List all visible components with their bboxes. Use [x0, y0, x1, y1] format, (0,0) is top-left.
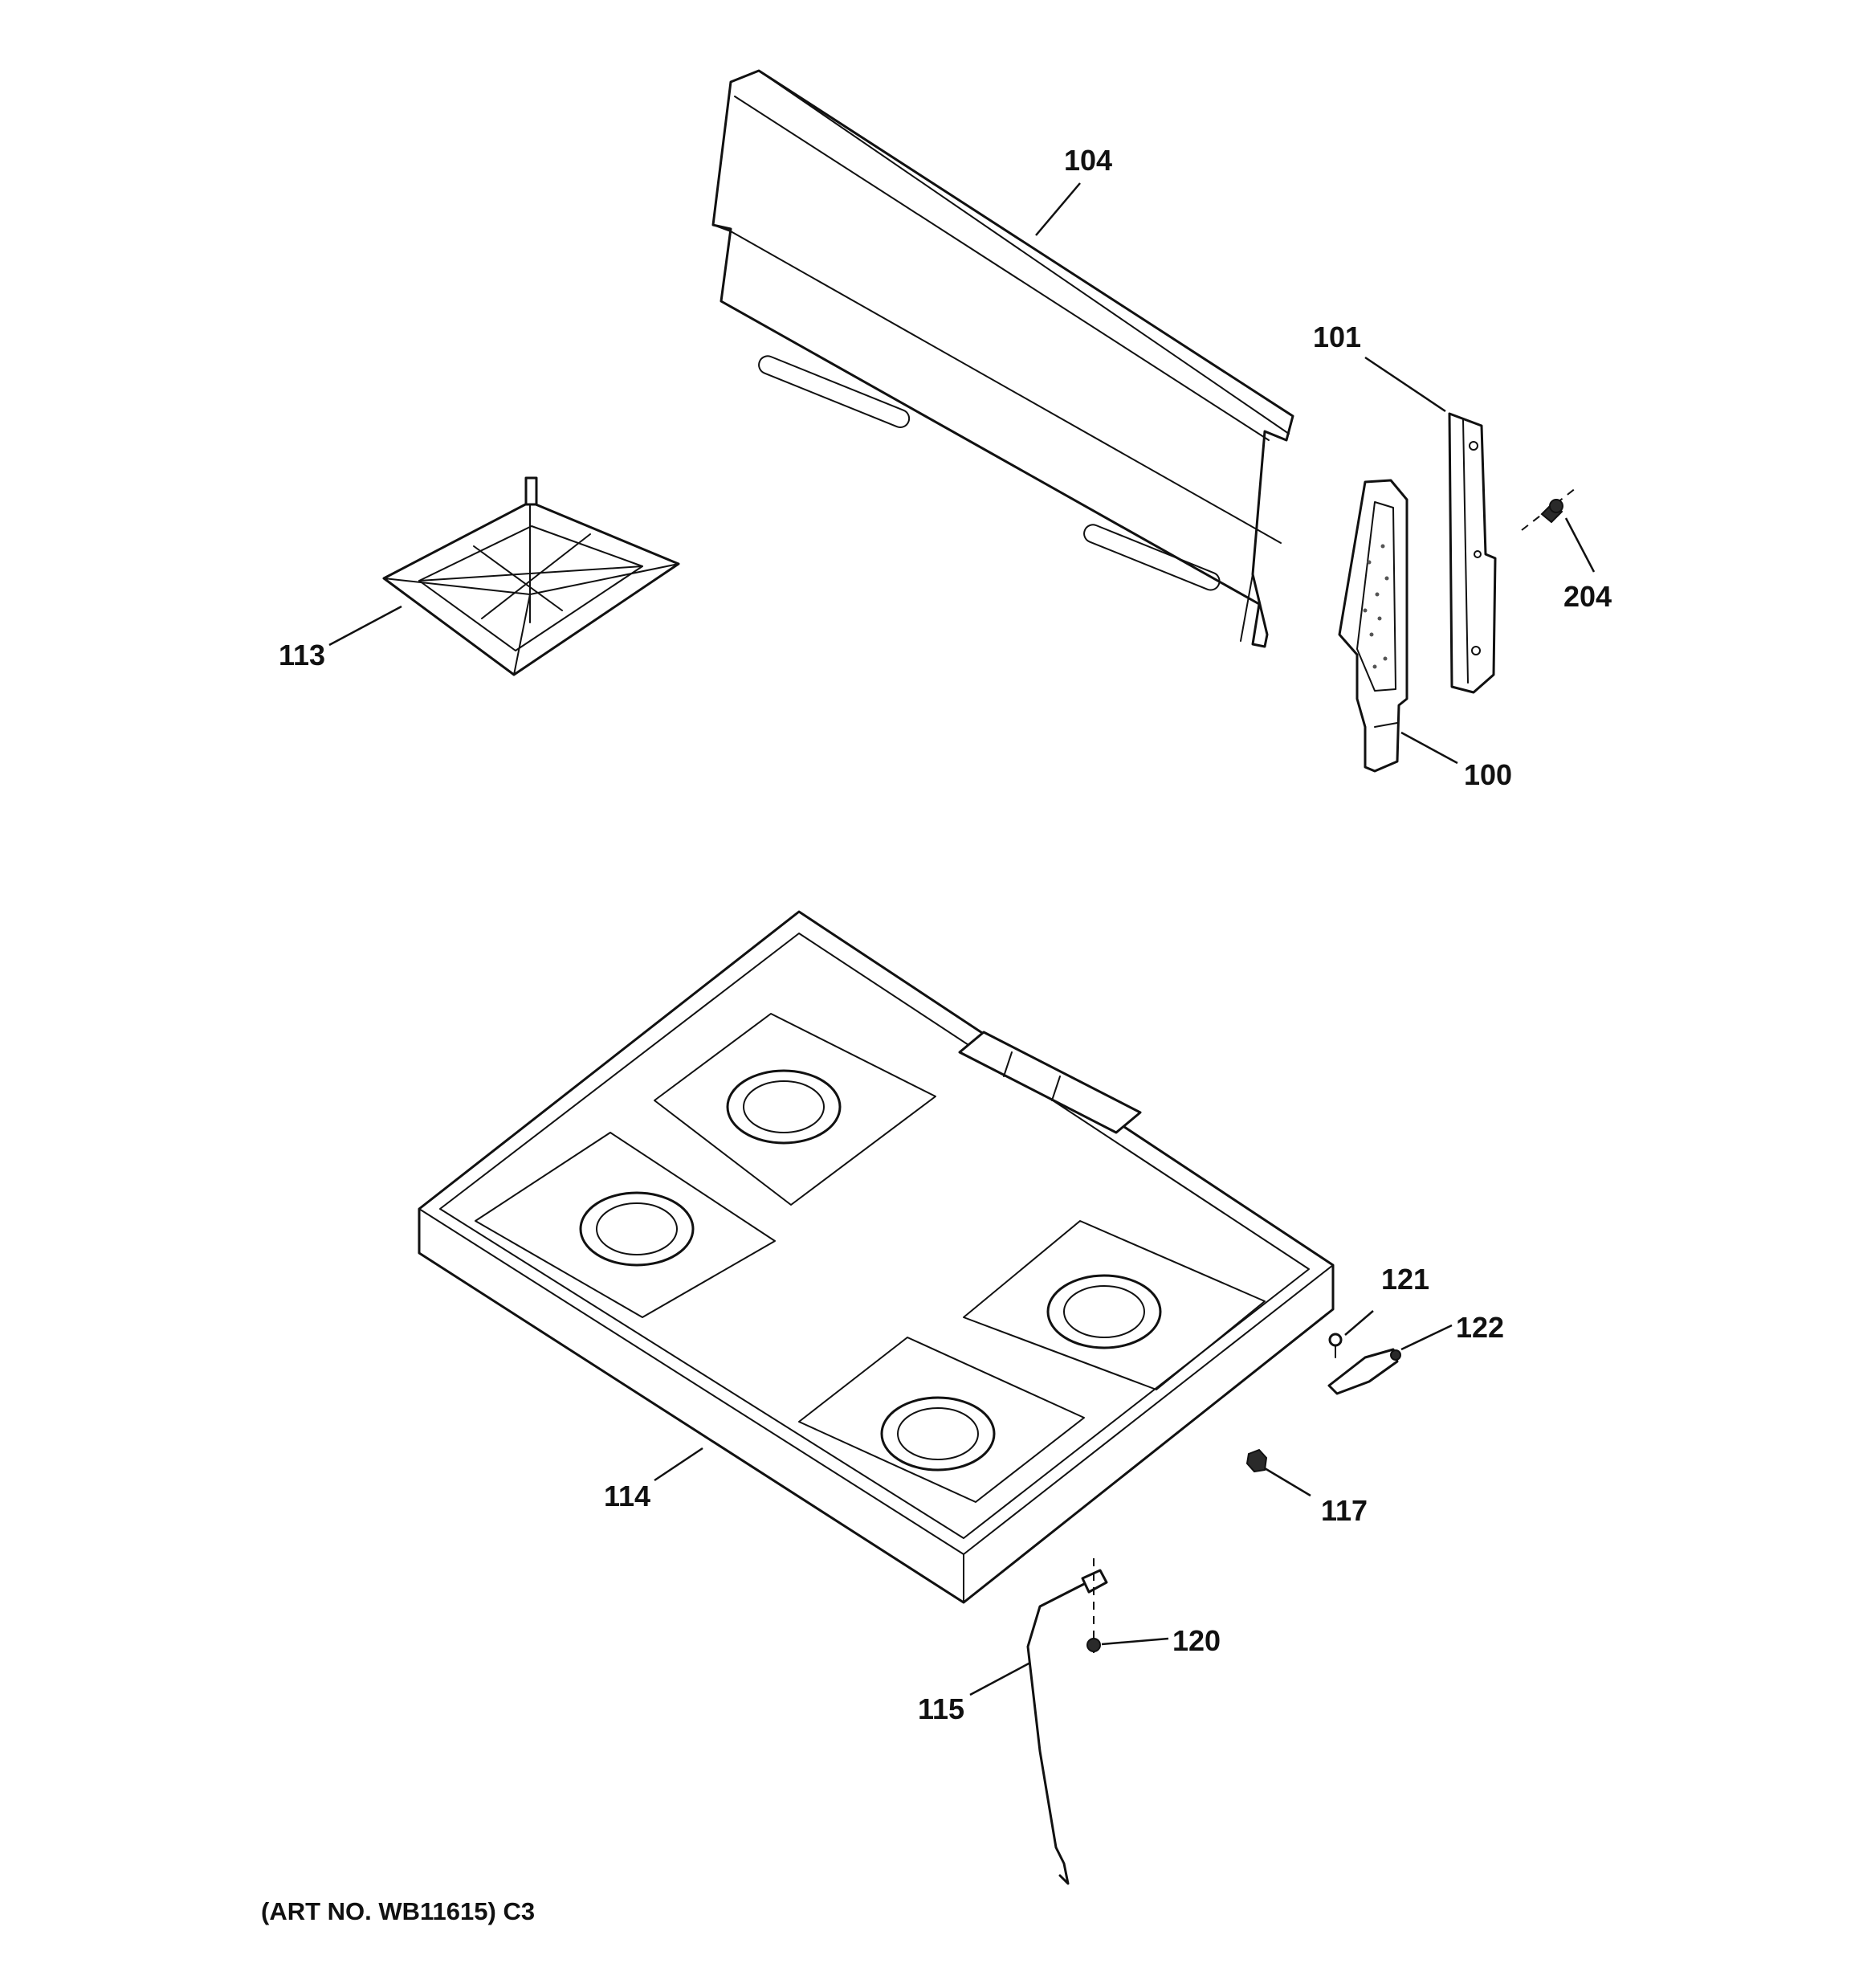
callout-204: 204 — [1563, 580, 1612, 613]
callout-100: 100 — [1464, 758, 1512, 791]
leader-101 — [1364, 356, 1446, 413]
callout-120: 120 — [1172, 1624, 1221, 1657]
leader-100 — [1400, 731, 1458, 765]
callout-101: 101 — [1313, 320, 1361, 353]
side-trim-part-100 — [1338, 479, 1408, 773]
callout-104: 104 — [1064, 144, 1112, 177]
leader-122 — [1400, 1324, 1453, 1351]
leader-120 — [1101, 1637, 1169, 1646]
leader-117 — [1264, 1467, 1311, 1497]
screw-part-121 — [1328, 1333, 1343, 1358]
cooktop-part-114 — [418, 910, 1335, 1604]
leader-204 — [1564, 517, 1596, 573]
leader-121 — [1344, 1310, 1374, 1336]
callout-121: 121 — [1381, 1263, 1429, 1296]
screw-part-120 — [1086, 1558, 1101, 1659]
bracket-part-101 — [1448, 412, 1497, 694]
burner-grate-part-113 — [382, 476, 680, 676]
art-number-caption: (ART NO. WB11615) C3 — [261, 1897, 535, 1925]
leader-114 — [654, 1447, 703, 1482]
callout-117: 117 — [1321, 1494, 1368, 1527]
clip-part-122 — [1327, 1348, 1401, 1395]
leader-113 — [328, 605, 402, 647]
callout-122: 122 — [1456, 1311, 1504, 1344]
callout-115: 115 — [918, 1692, 964, 1725]
screw-part-204 — [1521, 488, 1576, 531]
leader-115 — [969, 1661, 1031, 1696]
callout-113: 113 — [279, 639, 325, 672]
callout-114: 114 — [604, 1480, 650, 1512]
rod-part-115 — [1026, 1569, 1108, 1885]
leader-104 — [1035, 182, 1081, 236]
backsplash-part-104 — [711, 69, 1294, 648]
nut-part-117 — [1245, 1448, 1268, 1473]
